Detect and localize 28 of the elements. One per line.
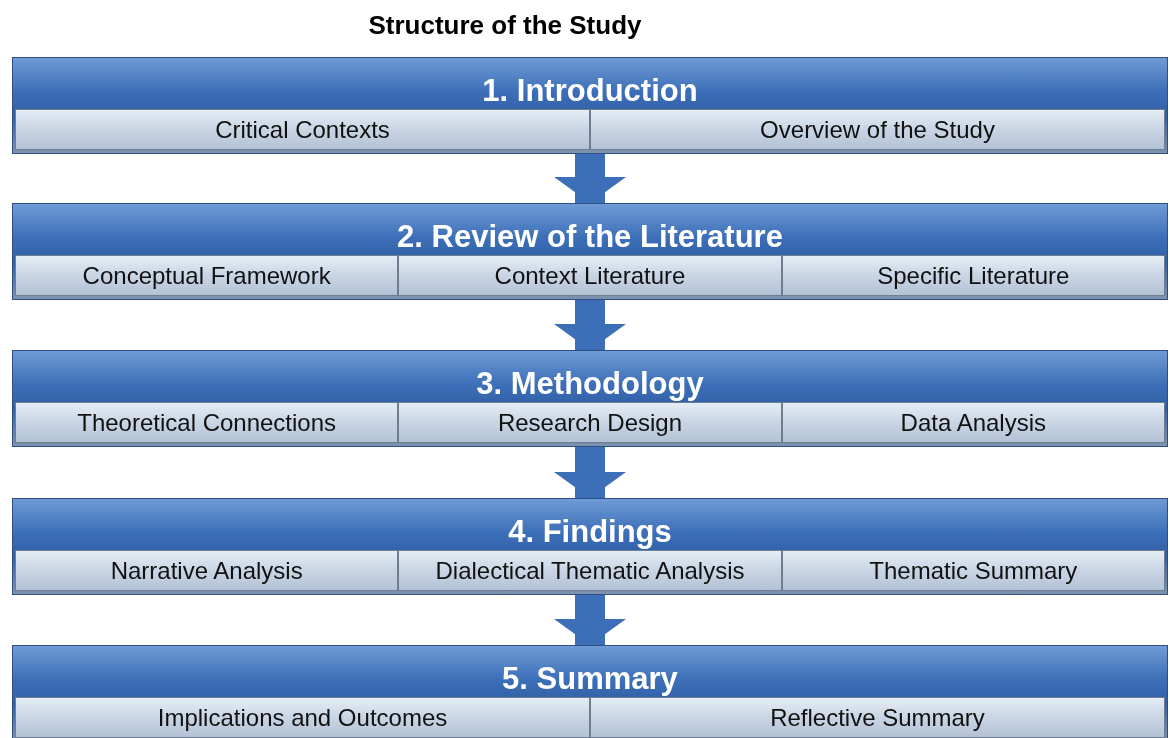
subsection-bar: Conceptual Framework <box>15 255 399 296</box>
subsection-bar: Dialectical Thematic Analysis <box>398 550 782 591</box>
section-heading: 2. Review of the Literature <box>397 218 783 256</box>
subsection-bar: Data Analysis <box>781 402 1165 443</box>
down-arrow <box>554 447 626 498</box>
subsection-bar: Narrative Analysis <box>15 550 399 591</box>
down-arrow <box>554 154 626 203</box>
subsection-bar: Implications and Outcomes <box>15 697 590 738</box>
subsection-bar: Reflective Summary <box>590 697 1165 738</box>
section-band <box>12 498 1168 595</box>
section-band <box>12 350 1168 447</box>
down-arrow <box>554 300 626 350</box>
section-band <box>12 645 1168 738</box>
subsection-bar: Research Design <box>398 402 782 443</box>
subsection-bar: Context Literature <box>398 255 782 296</box>
subsection-bar: Specific Literature <box>781 255 1165 296</box>
subsection-bar: Theoretical Connections <box>15 402 399 443</box>
subsection-bar: Critical Contexts <box>15 109 590 150</box>
section-heading: 3. Methodology <box>476 365 704 403</box>
diagram-title: Structure of the Study <box>367 10 643 41</box>
section-band <box>12 203 1168 300</box>
section-heading: 1. Introduction <box>482 72 698 110</box>
section-heading: 4. Findings <box>508 513 672 551</box>
subsection-bar: Overview of the Study <box>590 109 1165 150</box>
down-arrow <box>554 595 626 645</box>
subsection-bar: Thematic Summary <box>781 550 1165 591</box>
section-heading: 5. Summary <box>502 660 678 698</box>
section-band <box>12 57 1168 154</box>
